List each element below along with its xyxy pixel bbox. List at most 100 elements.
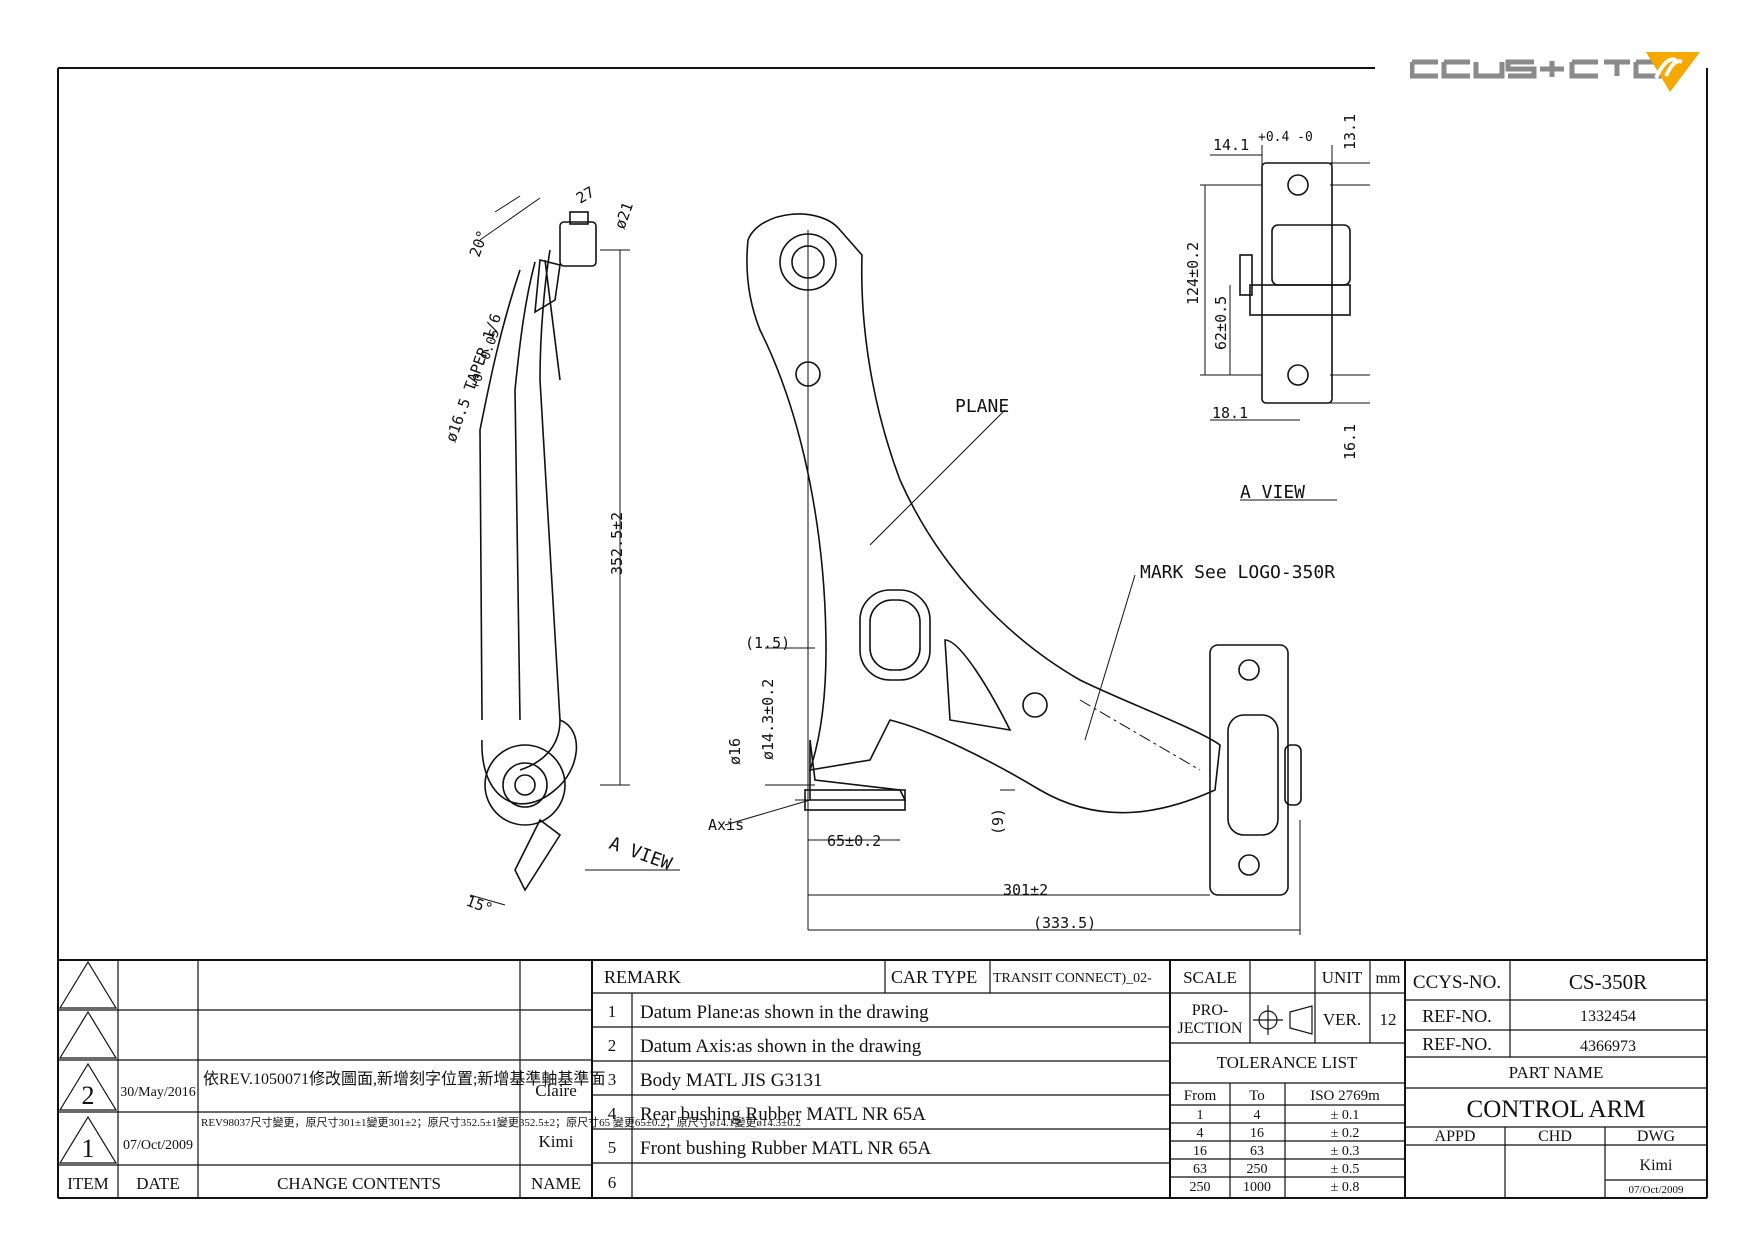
svg-text:Kimi: Kimi	[1640, 1157, 1673, 1174]
part-info-block: CCYS-NO. CS-350R REF-NO. 1332454 REF-NO.…	[1413, 970, 1684, 1196]
drawing-border	[57, 67, 1708, 1199]
svg-text:To: To	[1249, 1088, 1265, 1104]
svg-text:13.1: 13.1	[1341, 114, 1359, 150]
svg-text:1332454: 1332454	[1580, 1008, 1636, 1025]
svg-text:依REV.1050071修改圖面,新增刻字位置;新增基準軸基: 依REV.1050071修改圖面,新增刻字位置;新增基準軸基準面	[203, 1070, 605, 1088]
svg-text:ø21: ø21	[611, 200, 637, 232]
svg-text:CHANGE CONTENTS: CHANGE CONTENTS	[277, 1174, 441, 1193]
svg-text:07/Oct/2009: 07/Oct/2009	[123, 1138, 193, 1153]
svg-text:14.1: 14.1	[1213, 136, 1249, 154]
svg-text:ISO 2769m: ISO 2769m	[1310, 1088, 1380, 1104]
svg-text:REF-NO.: REF-NO.	[1422, 1034, 1492, 1054]
svg-text:(1.5): (1.5)	[745, 634, 790, 652]
svg-text:27: 27	[573, 183, 598, 208]
tolerance-cell: ± 0.2	[1331, 1126, 1360, 1141]
svg-text:6: 6	[608, 1173, 617, 1192]
tolerance-cell: 250	[1247, 1162, 1268, 1177]
svg-text:1: 1	[82, 1134, 95, 1163]
svg-text:ø14.3±0.2: ø14.3±0.2	[759, 679, 777, 760]
svg-text:352.5±2: 352.5±2	[608, 512, 626, 575]
front-view-dims	[724, 230, 1301, 935]
svg-text:CCYS-NO.: CCYS-NO.	[1413, 972, 1501, 993]
side-view	[479, 211, 597, 892]
svg-text:2: 2	[608, 1036, 617, 1055]
title-block-grid	[58, 959, 1707, 1198]
svg-text:+0.4 -0: +0.4 -0	[1258, 130, 1313, 145]
svg-text:30/May/2016: 30/May/2016	[120, 1085, 195, 1100]
svg-text:CHD: CHD	[1538, 1128, 1572, 1145]
svg-text:Datum Plane:as shown in the dr: Datum Plane:as shown in the drawing	[640, 1002, 929, 1023]
svg-text:Kimi: Kimi	[539, 1132, 574, 1151]
tolerance-cell: 4	[1197, 1126, 1204, 1141]
a-view-dim-text: 14.1 +0.4 -0 13.1 124±0.2 62±0.5 18.1 16…	[1184, 114, 1359, 503]
svg-text:REMARK: REMARK	[604, 967, 681, 987]
ccys-ctc-logo	[1410, 52, 1700, 92]
tolerance-cell: ± 0.3	[1331, 1144, 1360, 1159]
svg-text:Claire: Claire	[535, 1081, 577, 1100]
svg-text:TOLERANCE LIST: TOLERANCE LIST	[1217, 1053, 1358, 1072]
svg-text:Datum Axis:as shown in the dra: Datum Axis:as shown in the drawing	[640, 1036, 922, 1057]
svg-text:5: 5	[608, 1138, 617, 1157]
svg-text:A VIEW: A VIEW	[1240, 482, 1305, 503]
svg-text:mm: mm	[1376, 970, 1401, 987]
svg-text:NAME: NAME	[531, 1174, 581, 1193]
svg-text:CS-350R: CS-350R	[1569, 970, 1647, 994]
svg-text:3: 3	[608, 1070, 617, 1089]
svg-text:4366973: 4366973	[1580, 1038, 1636, 1055]
tolerance-cell: 63	[1250, 1144, 1264, 1159]
tolerance-cell: 4	[1254, 1108, 1261, 1123]
svg-text:CONTROL ARM: CONTROL ARM	[1467, 1096, 1646, 1123]
svg-text:PLANE: PLANE	[955, 396, 1009, 417]
svg-text:124±0.2: 124±0.2	[1184, 242, 1202, 305]
svg-text:JECTION: JECTION	[1178, 1020, 1243, 1037]
svg-text:Axis: Axis	[708, 816, 744, 834]
tolerance-cell: 250	[1190, 1180, 1211, 1195]
svg-text:2: 2	[82, 1081, 95, 1110]
remark-table: REMARK CAR TYPE TRANSIT CONNECT)_02- 1 D…	[604, 967, 1152, 1192]
svg-text:DWG: DWG	[1637, 1128, 1676, 1145]
svg-text:DATE: DATE	[136, 1174, 179, 1193]
svg-text:18.1: 18.1	[1212, 404, 1248, 422]
svg-text:PART NAME: PART NAME	[1509, 1063, 1604, 1082]
svg-text:20°: 20°	[466, 228, 492, 260]
svg-text:ø16: ø16	[726, 738, 744, 765]
tolerance-cell: 16	[1193, 1144, 1207, 1159]
side-view-dims	[469, 195, 680, 906]
a-view-dims	[1200, 145, 1370, 501]
a-view	[1239, 162, 1351, 404]
front-view	[746, 213, 1302, 896]
svg-text:CAR TYPE: CAR TYPE	[891, 967, 977, 987]
svg-text:4: 4	[608, 1104, 617, 1123]
svg-text:TRANSIT CONNECT)_02-: TRANSIT CONNECT)_02-	[993, 971, 1152, 986]
svg-text:From: From	[1184, 1088, 1217, 1104]
svg-text:PRO-: PRO-	[1192, 1002, 1228, 1019]
tolerance-cell: 16	[1250, 1126, 1264, 1141]
svg-text:APPD: APPD	[1435, 1128, 1476, 1145]
svg-text:Body MATL JIS G3131: Body MATL JIS G3131	[640, 1070, 822, 1091]
svg-text:A VIEW: A VIEW	[606, 833, 674, 875]
svg-text:Rear bushing Rubber MATL NR 65: Rear bushing Rubber MATL NR 65A	[640, 1104, 926, 1125]
front-view-dim-text: PLANE MARK See LOGO-350R (1.5) ø14.3±0.2…	[708, 396, 1335, 932]
svg-text:REV98037尺寸變更，原尺寸301±1變更301±2；原: REV98037尺寸變更，原尺寸301±1變更301±2；原尺寸352.5±1變…	[201, 1115, 801, 1129]
svg-text:(9): (9)	[989, 808, 1007, 835]
svg-text:301±2: 301±2	[1003, 881, 1048, 899]
svg-text:(333.5): (333.5)	[1033, 914, 1096, 932]
svg-text:ITEM: ITEM	[67, 1174, 109, 1193]
tolerance-cell: 1	[1197, 1108, 1204, 1123]
svg-text:15°: 15°	[464, 892, 496, 918]
svg-text:1: 1	[608, 1002, 617, 1021]
svg-text:07/Oct/2009: 07/Oct/2009	[1629, 1184, 1684, 1196]
svg-text:MARK See LOGO-350R: MARK See LOGO-350R	[1140, 562, 1335, 583]
svg-text:16.1: 16.1	[1341, 424, 1359, 460]
tolerance-cell: ± 0.1	[1331, 1108, 1360, 1123]
tolerance-cell: 1000	[1243, 1180, 1271, 1195]
svg-text:Front bushing Rubber MATL NR 6: Front bushing Rubber MATL NR 65A	[640, 1138, 931, 1159]
svg-text:VER.: VER.	[1323, 1010, 1361, 1029]
svg-text:SCALE: SCALE	[1183, 968, 1237, 987]
tolerance-cell: 63	[1193, 1162, 1207, 1177]
svg-text:62±0.5: 62±0.5	[1212, 296, 1230, 350]
svg-text:UNIT: UNIT	[1322, 968, 1363, 987]
svg-text:65±0.2: 65±0.2	[827, 832, 881, 850]
revision-table: 2 30/May/2016 依REV.1050071修改圖面,新增刻字位置;新增…	[67, 1070, 801, 1193]
